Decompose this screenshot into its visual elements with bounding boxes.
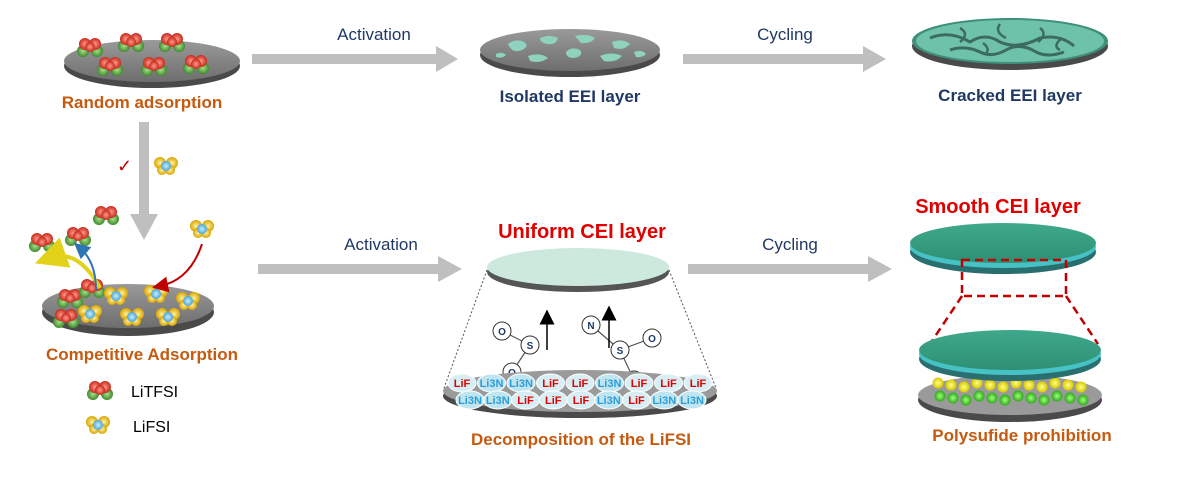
- zoom-box: [928, 258, 1100, 345]
- li3n-label: Li3N: [598, 378, 622, 390]
- cycling-arrow-top: [683, 46, 886, 72]
- uniform-cei-label: Uniform CEI layer: [498, 221, 666, 243]
- uniform-cei-disk: [487, 248, 669, 292]
- atom-o-1: O: [498, 327, 506, 338]
- li3n-label: Li3N: [480, 378, 504, 390]
- yellow-sulfur-ball: [1049, 377, 1061, 389]
- yellow-sulfur-ball: [984, 379, 996, 391]
- activation-arrow-top: [252, 46, 458, 72]
- lif-label: LiF: [454, 378, 471, 390]
- blue-curved-arrow: [73, 242, 97, 291]
- green-sulfur-ball: [947, 392, 959, 404]
- yellow-sulfur-ball: [1062, 379, 1074, 391]
- decomp-product-bubble: [447, 373, 477, 393]
- cracked-eei-disk: [912, 18, 1108, 70]
- cycling-label-bottom: Cycling: [762, 235, 818, 254]
- green-sulfur-ball: [1051, 390, 1063, 402]
- lif-label: LiF: [573, 395, 590, 407]
- li3n-label: Li3N: [652, 395, 676, 407]
- lif-label: LiF: [660, 378, 677, 390]
- yellow-sulfur-ball: [1075, 381, 1087, 393]
- cycling-arrow-bottom: [688, 256, 892, 282]
- lif-label: LiF: [545, 395, 562, 407]
- li3n-label: Li3N: [486, 395, 510, 407]
- zoomed-cei-disk: [919, 330, 1101, 381]
- green-sulfur-ball: [1025, 392, 1037, 404]
- polysulfide-label: Polysufide prohibition: [932, 426, 1111, 445]
- smooth-cei-disk: [910, 223, 1096, 274]
- lif-label: LiF: [542, 378, 559, 390]
- smooth-cei-label: Smooth CEI layer: [915, 196, 1081, 218]
- green-sulfur-ball: [1077, 394, 1089, 406]
- down-arrow: [130, 122, 158, 240]
- yellow-sulfur-ball: [971, 377, 983, 389]
- green-sulfur-ball: [1012, 390, 1024, 402]
- competitive-adsorption-label: Competitive Adsorption: [46, 345, 238, 364]
- green-sulfur-ball: [973, 390, 985, 402]
- legend: LiTFSI LiFSI: [86, 381, 178, 436]
- lif-label: LiF: [631, 378, 648, 390]
- competitive-adsorption-disk: [42, 279, 214, 336]
- li3n-label: Li3N: [509, 378, 533, 390]
- lif-label: LiF: [572, 378, 589, 390]
- green-sulfur-ball: [999, 394, 1011, 406]
- polysulfide-chains: [932, 377, 1089, 406]
- yellow-sulfur-ball: [997, 381, 1009, 393]
- yellow-sulfur-ball: [945, 379, 957, 391]
- zoom-guides: [443, 269, 717, 389]
- green-sulfur-ball: [960, 394, 972, 406]
- legend-litfsi-label: LiTFSI: [131, 384, 178, 401]
- atom-s-2: S: [617, 346, 624, 357]
- yellow-sulfur-ball: [1036, 381, 1048, 393]
- activation-label-top: Activation: [337, 25, 411, 44]
- atom-o-3: O: [648, 334, 656, 345]
- lif-label: LiF: [690, 378, 707, 390]
- isolated-eei-disk: [480, 29, 660, 77]
- atom-s-1: S: [527, 341, 534, 352]
- legend-litfsi-symbol: [87, 381, 113, 400]
- checkmark: ✓: [117, 156, 132, 176]
- lif-label: LiF: [517, 395, 534, 407]
- yellow-sulfur-ball: [932, 377, 944, 389]
- cracked-eei-label: Cracked EEI layer: [938, 86, 1082, 105]
- yellow-sulfur-ball: [1023, 379, 1035, 391]
- li3n-label: Li3N: [680, 395, 704, 407]
- atom-n: N: [587, 321, 594, 332]
- legend-lifsi-symbol: [86, 416, 110, 434]
- legend-lifsi-label: LiFSI: [133, 419, 170, 436]
- yellow-sulfur-ball: [958, 381, 970, 393]
- li3n-label: Li3N: [597, 395, 621, 407]
- lif-label: LiF: [628, 395, 645, 407]
- activation-label-bottom: Activation: [344, 235, 418, 254]
- green-sulfur-ball: [986, 392, 998, 404]
- red-curved-arrow: [152, 243, 203, 293]
- fsi-molecule-added: [154, 157, 178, 175]
- activation-arrow-bottom: [258, 256, 462, 282]
- li3n-label: Li3N: [458, 395, 482, 407]
- green-sulfur-ball: [934, 390, 946, 402]
- random-adsorption-label: Random adsorption: [62, 93, 223, 112]
- decomp-product-bubble: [677, 390, 707, 410]
- cycling-label-top: Cycling: [757, 25, 813, 44]
- green-sulfur-ball: [1064, 392, 1076, 404]
- desorbed-molecules: [29, 206, 214, 252]
- isolated-eei-label: Isolated EEI layer: [500, 87, 641, 106]
- decomposition-label: Decomposition of the LiFSI: [471, 430, 691, 449]
- green-sulfur-ball: [1038, 394, 1050, 406]
